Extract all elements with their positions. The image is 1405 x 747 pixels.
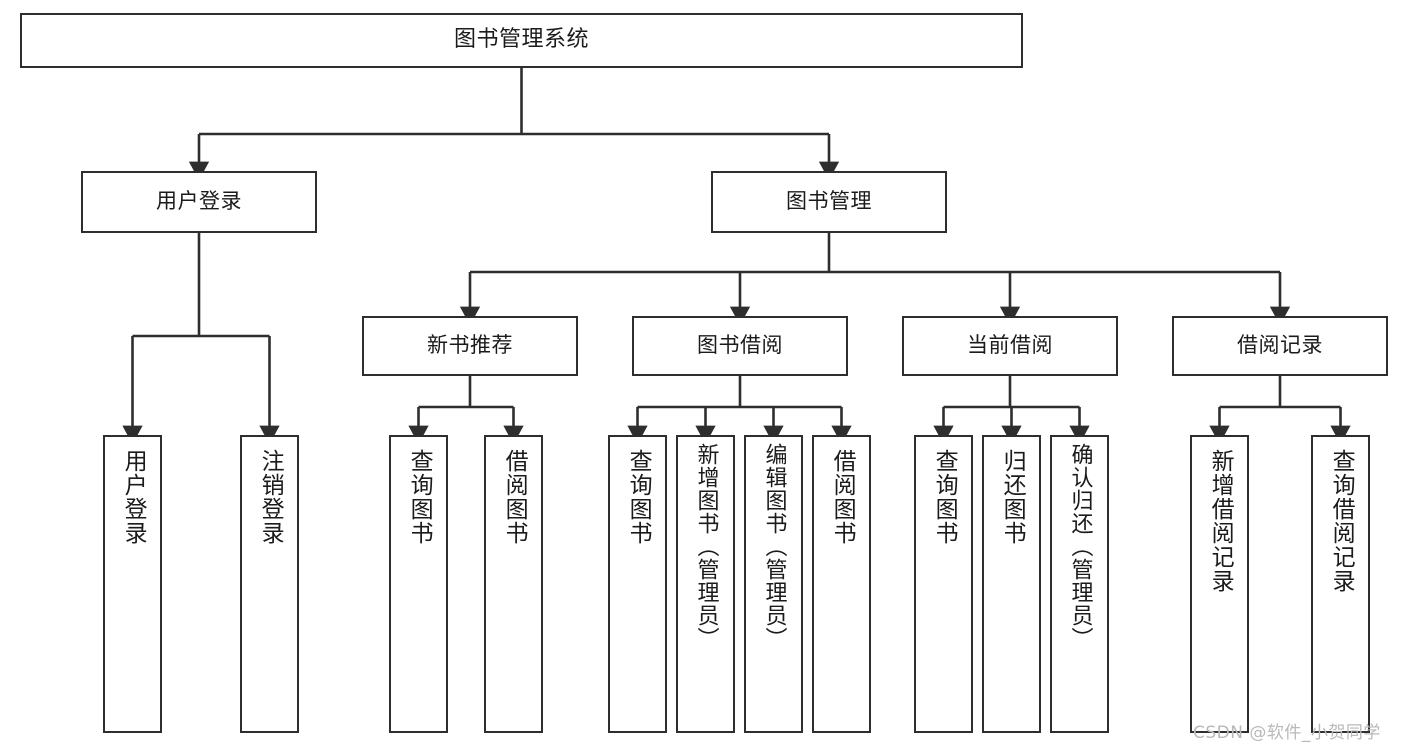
node-new-book-recommend-label: 新书推荐 [427, 333, 513, 358]
node-root-label: 图书管理系统 [453, 27, 589, 53]
node-leaf-recommend-query-book-label: 查询图书 [406, 449, 433, 545]
node-book-borrow[interactable]: 图书借阅 [632, 316, 848, 376]
node-book-borrow-label: 图书借阅 [697, 333, 783, 358]
node-borrow-record[interactable]: 借阅记录 [1172, 316, 1388, 376]
node-leaf-recommend-borrow-book[interactable]: 借阅图书 [484, 435, 543, 733]
node-leaf-current-query-book-label: 查询图书 [931, 449, 958, 545]
node-leaf-borrow-query-book[interactable]: 查询图书 [608, 435, 667, 733]
node-root[interactable]: 图书管理系统 [20, 13, 1023, 68]
node-leaf-borrow-edit-book[interactable]: 编辑图书（管理员） [744, 435, 803, 733]
node-leaf-recommend-query-book[interactable]: 查询图书 [389, 435, 448, 733]
node-leaf-current-confirm-return[interactable]: 确认归还（管理员） [1050, 435, 1109, 733]
node-book-manage-label: 图书管理 [786, 189, 872, 214]
node-leaf-user-logout[interactable]: 注销登录 [240, 435, 299, 733]
node-leaf-current-return-book-label: 归还图书 [999, 449, 1026, 545]
node-user-login-label: 用户登录 [156, 189, 242, 214]
node-new-book-recommend[interactable]: 新书推荐 [362, 316, 578, 376]
node-leaf-borrow-add-book-label: 新增图书（管理员） [693, 443, 719, 650]
node-user-login[interactable]: 用户登录 [81, 171, 317, 233]
edge-group [122, 68, 1351, 445]
node-leaf-record-query-label: 查询借阅记录 [1328, 449, 1355, 593]
node-leaf-borrow-lend-book[interactable]: 借阅图书 [812, 435, 871, 733]
node-leaf-borrow-edit-book-label: 编辑图书（管理员） [761, 443, 787, 650]
node-current-borrow[interactable]: 当前借阅 [902, 316, 1118, 376]
node-leaf-current-query-book[interactable]: 查询图书 [914, 435, 973, 733]
node-leaf-user-login-label: 用户登录 [120, 449, 147, 545]
node-borrow-record-label: 借阅记录 [1237, 333, 1323, 358]
node-leaf-recommend-borrow-book-label: 借阅图书 [501, 449, 528, 545]
node-leaf-current-return-book[interactable]: 归还图书 [982, 435, 1041, 733]
node-book-manage[interactable]: 图书管理 [711, 171, 947, 233]
node-leaf-record-add-label: 新增借阅记录 [1207, 449, 1234, 593]
node-leaf-record-add[interactable]: 新增借阅记录 [1190, 435, 1249, 733]
node-current-borrow-label: 当前借阅 [967, 333, 1053, 358]
csdn-watermark: CSDN @软件_小贺同学 [1193, 723, 1381, 743]
node-leaf-user-logout-label: 注销登录 [257, 449, 284, 545]
node-leaf-borrow-query-book-label: 查询图书 [625, 449, 652, 545]
node-leaf-user-login[interactable]: 用户登录 [103, 435, 162, 733]
node-leaf-current-confirm-return-label: 确认归还（管理员） [1067, 443, 1093, 650]
node-leaf-borrow-add-book[interactable]: 新增图书（管理员） [676, 435, 735, 733]
node-leaf-borrow-lend-book-label: 借阅图书 [829, 449, 856, 545]
node-leaf-record-query[interactable]: 查询借阅记录 [1311, 435, 1370, 733]
